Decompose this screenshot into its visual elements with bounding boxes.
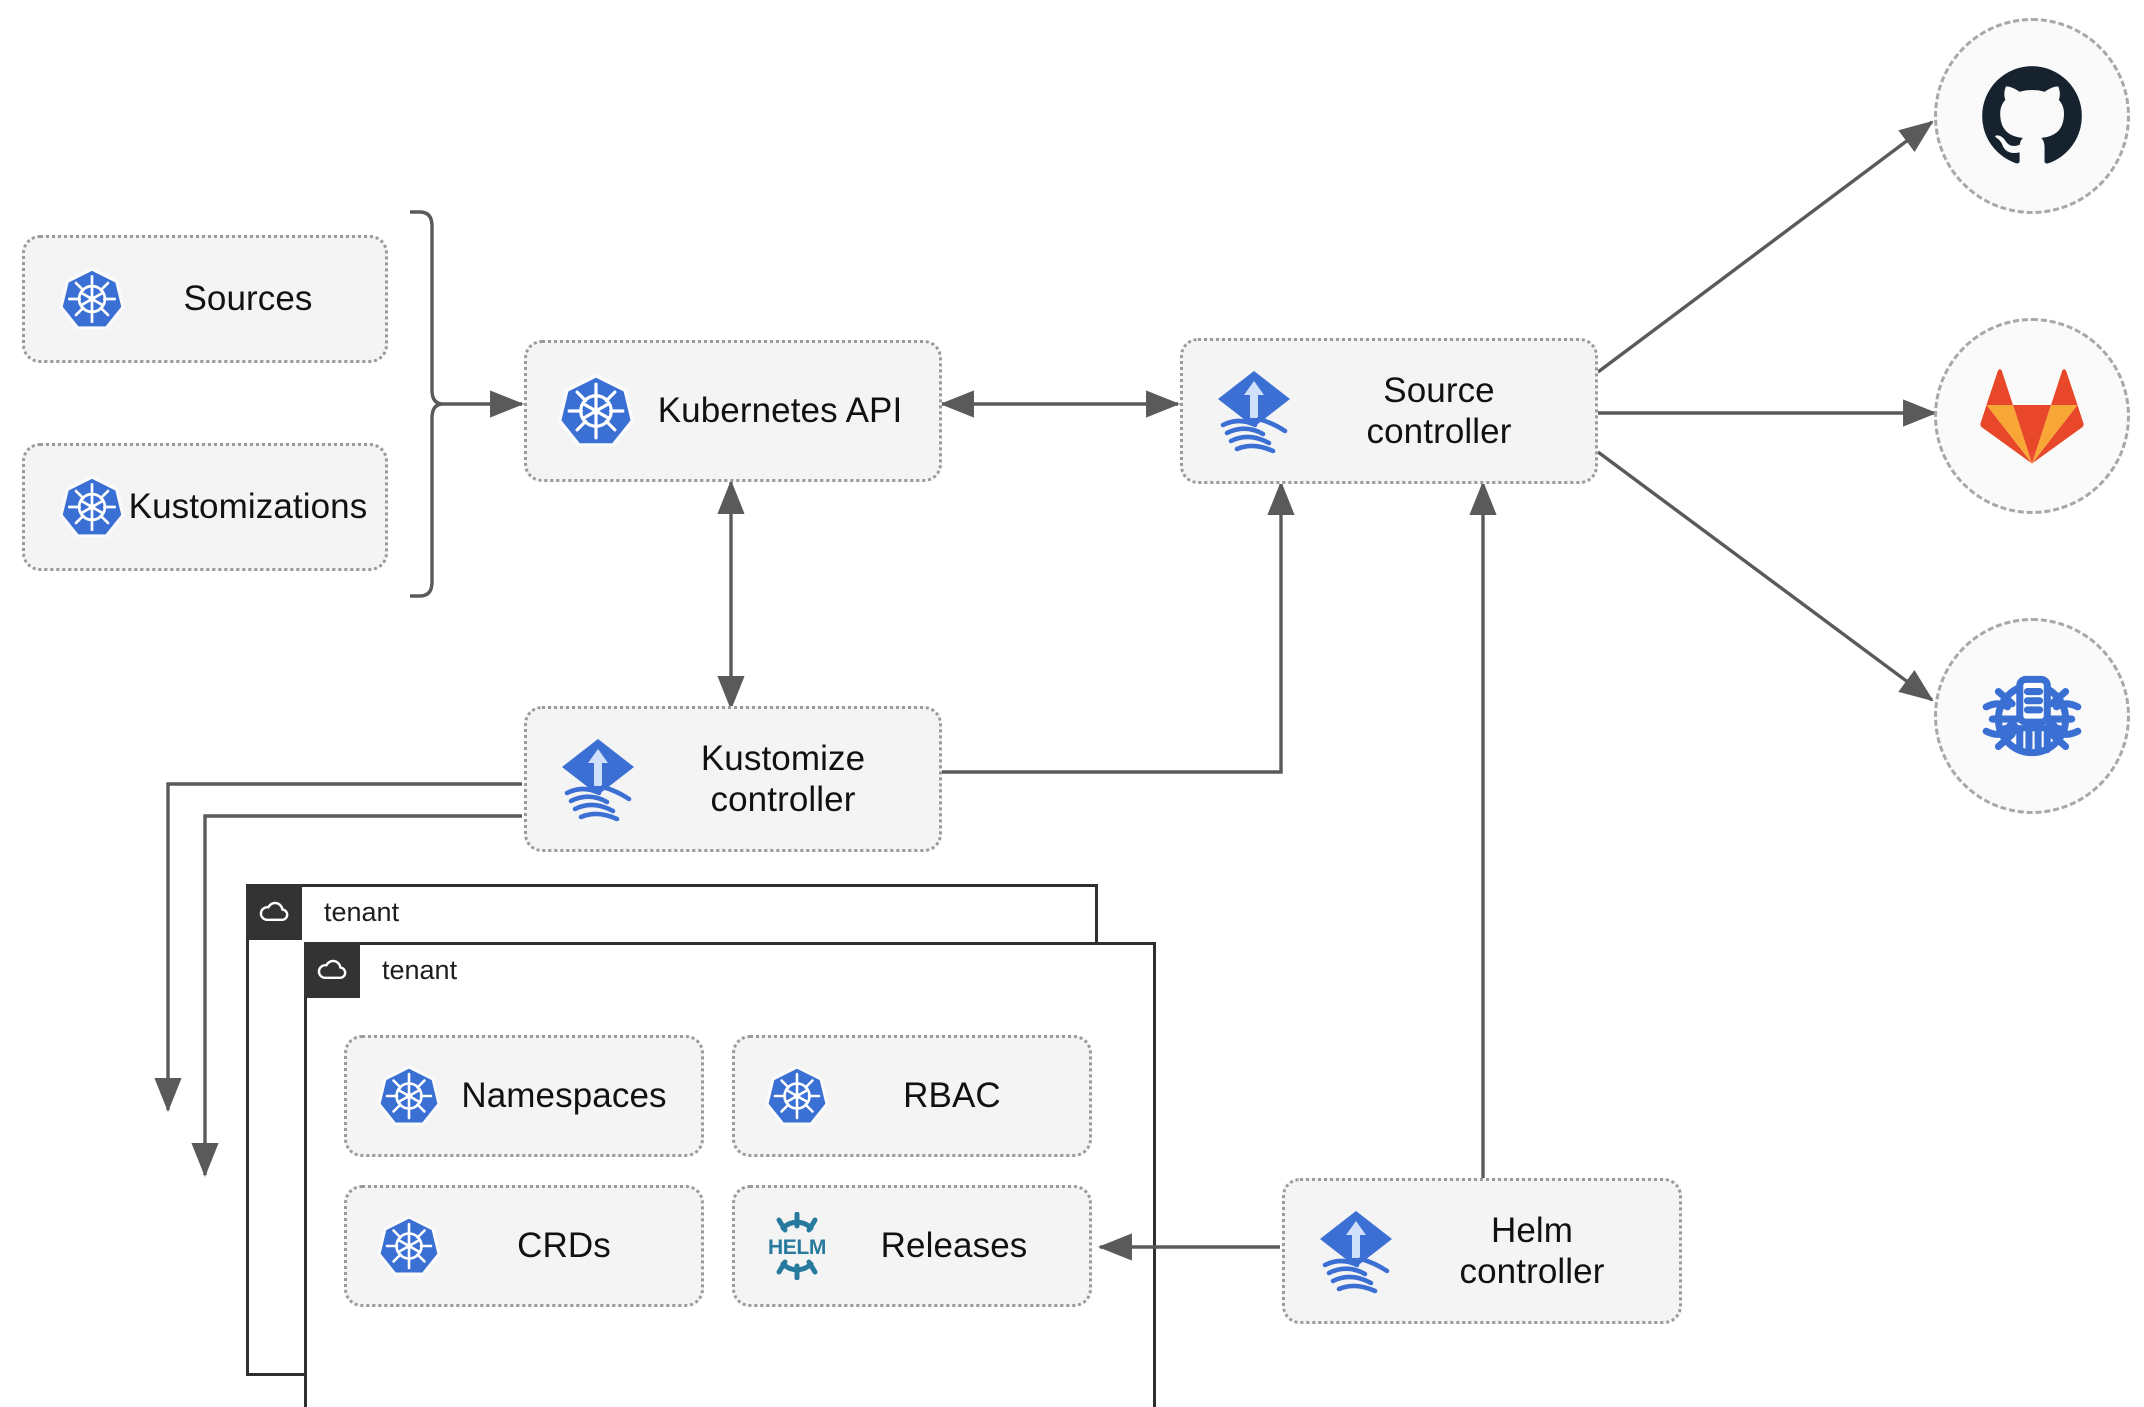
kubernetes-wheel [765,1065,829,1126]
provider-gitlab[interactable] [1934,318,2130,514]
edge-source-to-github [1596,120,1934,374]
node-kustomize-controller[interactable]: Kustomize controller [524,706,942,852]
flux-icon [1211,365,1297,457]
node-kubernetes-api[interactable]: Kubernetes API [524,340,942,482]
flux-logo [562,739,634,822]
cloud-icon [246,884,302,940]
bucket-registry-icon [1982,675,2082,757]
group-bracket [410,210,444,598]
gitlab-icon [1980,369,2084,464]
node-source-controller[interactable]: Source controller [1180,338,1598,484]
resource-label: Sources [183,279,313,319]
kubernetes-icon [59,474,125,540]
tenant-resource-label: Namespaces [461,1076,667,1116]
flux-logo [1218,371,1290,454]
controller-label: Source controller [1366,370,1512,451]
flux-icon [1313,1205,1399,1297]
resource-sources[interactable]: Sources [22,235,388,363]
kubernetes-icon [557,372,635,450]
kubernetes-wheel [59,475,125,538]
kubernetes-icon [59,266,125,332]
tenant-resource-rbac[interactable]: RBAC [732,1035,1092,1157]
svg-text:HELM: HELM [768,1236,826,1259]
tenant-front-label: tenant [382,954,458,985]
tenant-container-front: tenant [304,942,1156,1407]
tenant-back-label: tenant [324,896,400,927]
tenant-resource-crds[interactable]: CRDs [344,1185,704,1307]
edge-kustomize-to-source [940,480,1295,774]
edge-source-to-bucket [1596,450,1934,702]
tenant-resource-label: CRDs [517,1226,611,1266]
tenant-resource-namespaces[interactable]: Namespaces [344,1035,704,1157]
provider-bucket-registry[interactable] [1934,618,2130,814]
kubernetes-wheel [59,267,125,330]
tenant-resource-label: Releases [880,1226,1028,1266]
controller-label: Kubernetes API [657,391,903,431]
resource-label: Kustomizations [128,487,368,527]
kubernetes-icon [765,1064,829,1128]
kubernetes-wheel [557,373,635,447]
flux-logo [1320,1211,1392,1294]
tenant-resource-releases[interactable]: HELM Releases [732,1185,1092,1307]
controller-label: Kustomize controller [700,738,866,819]
kubernetes-icon [377,1214,441,1278]
tenant-back-header: tenant [246,884,399,940]
cloud-icon [304,942,360,998]
provider-github[interactable] [1934,18,2130,214]
controller-label: Helm controller [1459,1210,1605,1291]
kubernetes-wheel [377,1215,441,1276]
tenant-resource-label: RBAC [903,1076,1001,1116]
kubernetes-icon [377,1064,441,1128]
node-helm-controller[interactable]: Helm controller [1282,1178,1682,1324]
kubernetes-wheel [377,1065,441,1126]
github-icon [1982,66,2082,164]
helm-icon: HELM [761,1212,833,1280]
helm-wheel: HELM [768,1212,826,1280]
flux-icon [555,733,641,825]
resource-kustomizations[interactable]: Kustomizations [22,443,388,571]
tenant-front-header: tenant [304,942,457,998]
